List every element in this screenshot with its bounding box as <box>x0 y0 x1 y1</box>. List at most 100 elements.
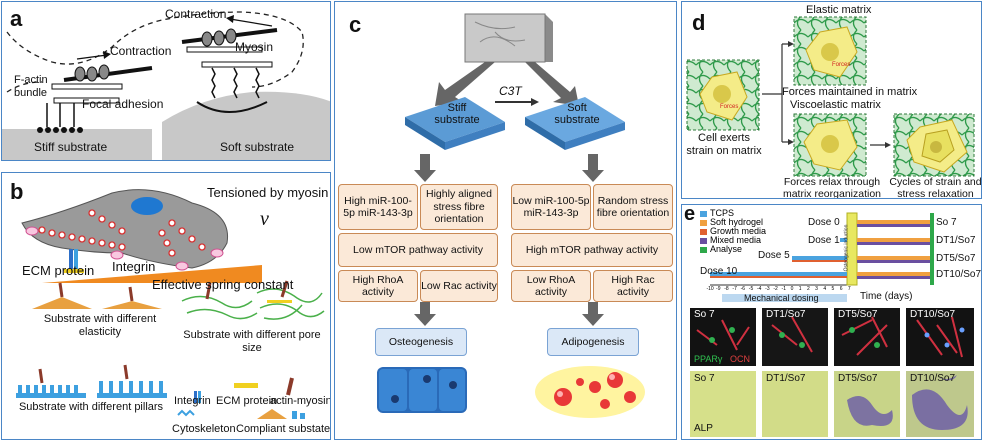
panel-a-letter: a <box>10 6 23 31</box>
stiff-substrate-c-label: Stiff substrate <box>434 102 480 126</box>
adipogenesis-box: Adipogenesis <box>547 328 639 356</box>
dose-10-label: Dose 10 <box>700 266 738 277</box>
contraction-label-top: Contraction <box>165 7 227 21</box>
tick-label: 5 <box>831 286 835 292</box>
panel-c-illustration <box>377 13 645 418</box>
alp-label: ALP <box>694 423 713 434</box>
panel-c-letter: c <box>349 12 362 37</box>
tick-label: -1 <box>781 286 786 292</box>
left-mirna-box: High miR-100-5p miR-143-3p <box>338 184 418 230</box>
osteogenic-vertical-label: Osteogenic induction <box>843 224 850 272</box>
legend-swatch <box>700 219 707 226</box>
dose-5-label: Dose 5 <box>758 250 790 261</box>
img-label-r1-3: DT5/So7 <box>838 309 878 320</box>
panel-e-letter: e <box>684 204 696 225</box>
legend-ecm-label: ECM protein <box>216 395 278 407</box>
dose-1-label: Dose 1 <box>808 235 840 246</box>
panel-b-letter: b <box>10 179 24 204</box>
soft-substrate-c-label: Soft substrate <box>554 102 600 126</box>
left-mtor-box: Low mTOR pathway activity <box>338 233 498 267</box>
right-rhoa-box: Low RhoA activity <box>511 270 591 302</box>
panel-d-illustration <box>686 16 975 177</box>
tick-label: 0 <box>790 286 794 292</box>
panel-d-letter: d <box>692 10 706 35</box>
img-label-r2-1: So 7 <box>694 373 715 384</box>
legend-label: Analyse <box>710 244 743 254</box>
right-rac-box: High Rac activity <box>593 270 673 302</box>
pore-size-label: Substrate with different pore size <box>183 329 321 354</box>
legend-label: Soft hydrogel <box>710 217 764 227</box>
outcome-so7: So 7 <box>936 217 957 228</box>
legend-cytoskeleton-label: Cytoskeleton <box>172 423 236 435</box>
legend-label: TCPS <box>710 208 735 218</box>
tick-label: -4 <box>756 286 762 292</box>
focal-adhesion-label: Focal adhesion <box>82 97 164 111</box>
panel-b: b Tensioned by myosin II ν Integrin ECM … <box>1 172 331 440</box>
myosin-label: Myosin <box>235 40 274 54</box>
mechanical-dosing-label: Mechanical dosing <box>744 293 819 303</box>
panel-e: e TCPS Soft hydrogel Growth media Mixed … <box>681 204 982 440</box>
forces-tag-2: Forces <box>832 62 851 68</box>
time-axis-ticks: -10 -9 -8 -7 -6 -5 -4 -3 -2 -1 0 1 2 3 4… <box>706 286 936 292</box>
img-label-r2-2: DT1/So7 <box>766 373 806 384</box>
img-label-r1-1: So 7 <box>694 309 715 320</box>
legend-item: TCPS <box>700 209 766 218</box>
outcome-dt5: DT5/So7 <box>936 253 976 264</box>
img-label-r1-2: DT1/So7 <box>766 309 806 320</box>
tick-label: -8 <box>724 286 729 292</box>
tick-label: 1 <box>798 286 802 292</box>
panel-e-illustration <box>690 212 974 437</box>
pparg-label: PPARγ <box>694 354 723 364</box>
contraction-label-left: Contraction <box>110 44 172 58</box>
outcome-dt1: DT1/So7 <box>936 235 976 246</box>
tick-label: -7 <box>732 286 737 292</box>
ocn-label: OCN <box>730 354 750 364</box>
nu-symbol: ν <box>260 208 269 230</box>
panel-a-illustration <box>2 11 330 160</box>
tick-label: 2 <box>806 286 810 292</box>
tick-label: 7 <box>847 286 851 292</box>
legend-swatch <box>700 228 707 235</box>
legend-item: Mixed media <box>700 236 766 245</box>
integrin-label: Integrin <box>112 259 156 274</box>
elasticity-label: Substrate with different elasticity <box>43 313 157 338</box>
img-label-r2-3: DT5/So7 <box>838 373 878 384</box>
tick-label: 6 <box>839 286 843 292</box>
panel-b-illustration <box>16 189 325 419</box>
elastic-matrix-label: Elastic matrix <box>806 4 872 16</box>
viscoelastic-matrix-label: Viscoelastic matrix <box>790 99 881 111</box>
right-mtor-box: High mTOR pathway activity <box>511 233 673 267</box>
panel-a: a Contraction Contraction Myosin F-actin… <box>1 1 331 161</box>
tick-label: 3 <box>815 286 818 292</box>
legend-swatch <box>700 237 707 244</box>
timeline-legend: TCPS Soft hydrogel Growth media Mixed me… <box>700 209 766 254</box>
tick-label: -9 <box>716 286 721 292</box>
forces-relax-label: Forces relax through matrix reorganizati… <box>782 176 882 199</box>
left-rhoa-box: High RhoA activity <box>338 270 418 302</box>
factin-label: F-actin bundle <box>14 74 48 99</box>
spring-constant-label: Effective spring constant <box>152 277 294 292</box>
tick-label: 4 <box>823 286 827 292</box>
left-fibre-box: Highly aligned stress fibre orientation <box>420 184 498 230</box>
cell-exerts-label: Cell exerts strain on matrix <box>686 132 762 157</box>
panel-d: d Elastic matrix Forces maintained in ma… <box>681 1 982 199</box>
right-fibre-box: Random stress fibre orientation <box>593 184 673 230</box>
img-label-r1-4: DT10/So7 <box>910 309 956 320</box>
right-mirna-box: Low miR-100-5p miR-143-3p <box>511 184 591 230</box>
legend-swatch <box>700 246 707 253</box>
panel-c: c C3T Stiff substrate Soft substrate Hig… <box>334 1 677 440</box>
img-label-r2-4: DT10/So7 <box>910 373 956 384</box>
stiff-substrate-label: Stiff substrate <box>34 140 108 154</box>
tick-label: -3 <box>765 286 770 292</box>
c3t-label: C3T <box>499 84 522 98</box>
forces-tag-1: Forces <box>720 104 739 110</box>
tick-label: -2 <box>773 286 778 292</box>
soft-substrate-label: Soft substrate <box>220 140 295 154</box>
legend-compliant-label: Compliant substates <box>236 423 331 435</box>
osteogenesis-box: Osteogenesis <box>375 328 467 356</box>
legend-label: Mixed media <box>710 235 762 245</box>
tick-label: -5 <box>748 286 754 292</box>
legend-integrin-label: Integrin <box>174 395 211 407</box>
dose-0-label: Dose 0 <box>808 217 840 228</box>
outcome-dt10: DT10/So7 <box>936 269 982 280</box>
